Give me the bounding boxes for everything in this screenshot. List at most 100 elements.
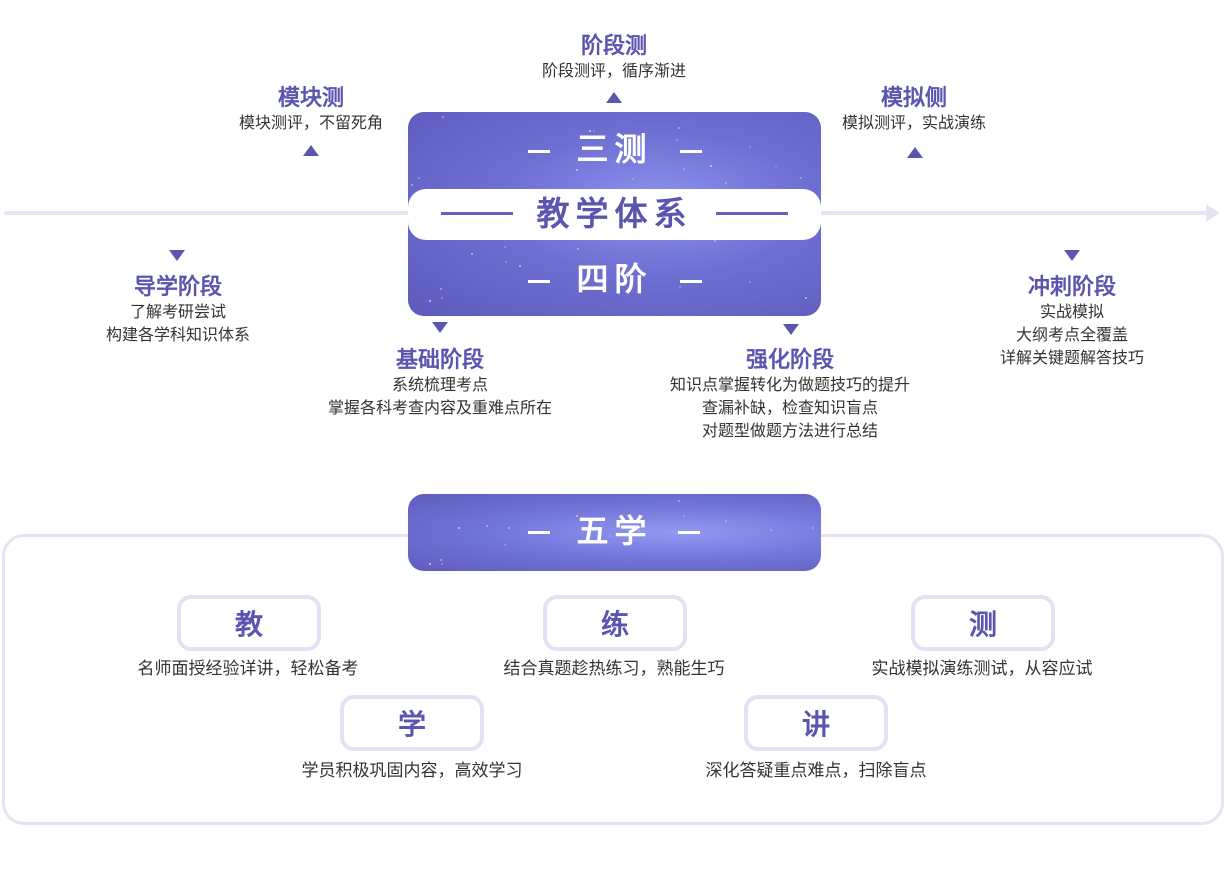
stage-line: 查漏补缺，检查知识盲点: [701, 400, 878, 417]
test-desc: 实战模拟演练测试，从容应试: [871, 659, 1093, 678]
test-desc: 阶段测评，循序渐进: [541, 63, 686, 80]
three-tests-label: 三测: [576, 131, 653, 167]
sparkle-decoration: [683, 168, 685, 170]
dash-decoration: [528, 531, 550, 534]
sparkle-decoration: [508, 527, 510, 529]
dash-decoration: [528, 150, 550, 153]
stage-line: 知识点掌握转化为做题技巧的提升: [669, 377, 910, 394]
four-stages-label: 四阶: [576, 261, 653, 297]
sparkle-decoration: [441, 297, 443, 299]
sparkle-decoration: [440, 288, 442, 290]
practice-badge: 练: [543, 595, 687, 651]
stage-line: 实战模拟: [1039, 304, 1104, 321]
test-badge: 测: [911, 595, 1055, 651]
sparkle-decoration: [638, 530, 640, 532]
stage-line: 了解考研尝试: [129, 304, 226, 321]
test-mock: 模拟侧 模拟测评，实战演练: [814, 84, 1014, 135]
five-learn-header: [408, 494, 821, 571]
caret-up-icon: [606, 92, 622, 103]
sparkle-decoration: [504, 246, 506, 248]
dash-decoration: [680, 150, 702, 153]
sparkle-decoration: [429, 563, 431, 565]
caret-down-icon: [1064, 250, 1080, 261]
teach-badge: 教: [177, 595, 321, 651]
sparkle-decoration: [678, 127, 680, 129]
lecture-desc: 深化答疑重点难点，扫除盲点: [705, 761, 927, 780]
sparkle-decoration: [714, 240, 716, 242]
sparkle-decoration: [458, 527, 460, 529]
teach-desc: 名师面授经验详讲，轻松备考: [137, 659, 359, 678]
sparkle-decoration: [486, 525, 488, 527]
sparkle-decoration: [471, 253, 473, 255]
test-title: 模拟侧: [880, 85, 947, 110]
sparkle-decoration: [505, 261, 507, 263]
sparkle-decoration: [504, 544, 506, 546]
sparkle-decoration: [418, 177, 420, 179]
sparkle-decoration: [812, 527, 814, 529]
sparkle-decoration: [577, 248, 579, 250]
sparkle-decoration: [440, 559, 442, 561]
stage-line: 详解关键题解答技巧: [999, 350, 1144, 367]
sparkle-decoration: [429, 300, 431, 302]
practice-desc: 结合真题趁热练习，熟能生巧: [503, 659, 725, 678]
teaching-system-title: 教学体系: [536, 195, 693, 232]
sparkle-decoration: [749, 146, 751, 148]
sparkle-decoration: [710, 165, 712, 167]
caret-down-icon: [169, 250, 185, 261]
sparkle-decoration: [725, 520, 727, 522]
stage-title: 基础阶段: [395, 347, 484, 372]
sparkle-decoration: [593, 130, 595, 132]
sparkle-decoration: [679, 286, 681, 288]
sparkle-decoration: [775, 165, 777, 167]
test-module: 模块测 模块测评，不留死角: [211, 84, 411, 135]
sparkle-decoration: [725, 182, 727, 184]
test-title: 阶段测: [580, 33, 647, 58]
sparkle-decoration: [576, 169, 578, 171]
learn-badge: 学: [340, 695, 484, 751]
five-learn-title: 五学: [576, 513, 653, 549]
test-title: 模块测: [277, 85, 344, 110]
stage-line: 大纲考点全覆盖: [1015, 327, 1128, 344]
sparkle-decoration: [770, 529, 772, 531]
caret-up-icon: [907, 147, 923, 158]
test-stage: 阶段测 阶段测评，循序渐进: [514, 32, 714, 83]
sparkle-decoration: [632, 518, 634, 520]
stage-sprint: 冲刺阶段 实战模拟 大纲考点全覆盖 详解关键题解答技巧: [962, 273, 1182, 370]
sparkle-decoration: [576, 515, 578, 517]
sparkle-decoration: [676, 139, 678, 141]
stage-title: 强化阶段: [745, 347, 834, 372]
dash-decoration: [441, 212, 513, 215]
dash-decoration: [678, 531, 700, 534]
timeline-arrow-icon: [1206, 204, 1220, 222]
sparkle-decoration: [441, 563, 443, 565]
stage-line: 系统梳理考点: [391, 377, 488, 394]
stage-line: 掌握各科考查内容及重难点所在: [327, 400, 552, 417]
sparkle-decoration: [805, 297, 807, 299]
sparkle-decoration: [749, 281, 751, 283]
dash-decoration: [680, 280, 702, 283]
test-desc: 模拟测评，实战演练: [841, 115, 986, 132]
caret-up-icon: [303, 145, 319, 156]
sparkle-decoration: [519, 265, 521, 267]
sparkle-decoration: [411, 184, 413, 186]
sparkle-decoration: [609, 535, 611, 537]
lecture-badge: 讲: [744, 695, 888, 751]
caret-down-icon: [783, 324, 799, 335]
stage-line: 构建各学科知识体系: [105, 327, 250, 344]
sparkle-decoration: [589, 130, 591, 132]
sparkle-decoration: [800, 177, 802, 179]
test-desc: 模块测评，不留死角: [238, 115, 383, 132]
sparkle-decoration: [442, 116, 444, 118]
caret-down-icon: [432, 322, 448, 333]
sparkle-decoration: [595, 286, 597, 288]
stage-basic: 基础阶段 系统梳理考点 掌握各科考查内容及重难点所在: [290, 346, 590, 420]
stage-title: 冲刺阶段: [1027, 274, 1116, 299]
learn-desc: 学员积极巩固内容，高效学习: [301, 761, 523, 780]
stage-title: 导学阶段: [133, 274, 222, 299]
dash-decoration: [716, 212, 788, 215]
stage-intensive: 强化阶段 知识点掌握转化为做题技巧的提升 查漏补缺，检查知识盲点 对题型做题方法…: [630, 346, 950, 443]
sparkle-decoration: [678, 500, 680, 502]
sparkle-decoration: [632, 178, 634, 180]
stage-line: 对题型做题方法进行总结: [701, 423, 878, 440]
sparkle-decoration: [683, 515, 685, 517]
